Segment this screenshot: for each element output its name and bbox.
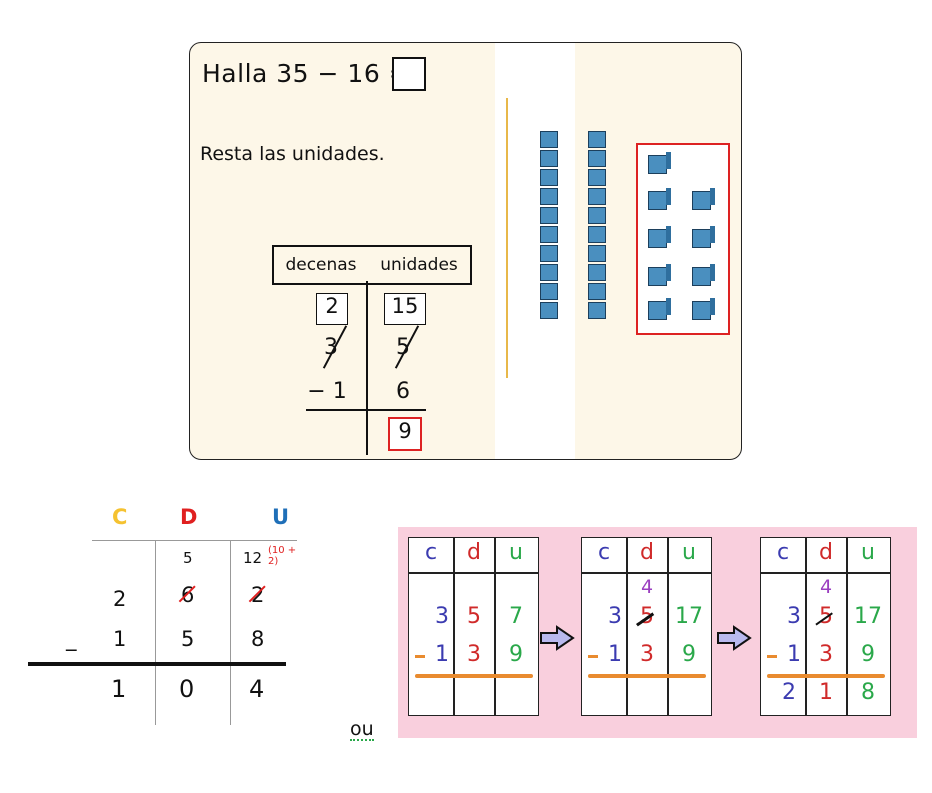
grid2-minus [588, 655, 598, 658]
header-decenas: decenas [272, 245, 370, 285]
result-u: 4 [249, 675, 265, 703]
header-rule [92, 540, 297, 541]
grid3-header-u: u [861, 540, 875, 565]
grid3-top-c: 3 [787, 604, 801, 629]
unit-cube [692, 264, 715, 286]
grid3-bottom-d: 3 [819, 642, 833, 667]
grid2-bottom-c: 1 [608, 642, 622, 667]
grid2-top-u: 17 [675, 604, 703, 629]
grid2-carry: 4 [640, 576, 654, 598]
unit-cube [692, 226, 715, 248]
minus-sign: _ [66, 627, 77, 651]
regroup-tens: 2 [316, 293, 348, 325]
result-line [28, 662, 286, 666]
grid3-result-c: 2 [782, 680, 796, 705]
unit-cube [648, 152, 671, 174]
top-units-digit: 5 [396, 335, 410, 360]
column-subtraction: C D U 5 12 (10 + 2) 2 6 2 _ 1 5 8 1 0 4 [0, 495, 300, 730]
grid3-minus [767, 655, 777, 658]
result-c: 1 [111, 675, 127, 703]
grid3-bottom-c: 1 [787, 642, 801, 667]
grid2-top-c: 3 [608, 604, 622, 629]
carry-note: (10 + 2) [268, 545, 297, 567]
grid1-bottom-u: 9 [509, 642, 523, 667]
minus-tens: − 1 [307, 379, 347, 404]
unit-cube [692, 298, 715, 320]
grid1-top-d: 5 [467, 604, 481, 629]
header-c: C [112, 505, 128, 529]
step-grid-3: c d u 4 3 5 17 1 3 9 2 1 8 [760, 537, 891, 716]
row1-c: 2 [113, 587, 127, 611]
carry-tens: 5 [183, 549, 193, 567]
grid3-header-c: c [776, 540, 790, 565]
result-units: 9 [388, 417, 422, 451]
unit-cube [692, 188, 715, 210]
step-grid-2: c d u 4 3 5 17 1 3 9 [581, 537, 712, 716]
row2-c: 1 [113, 627, 127, 651]
divider-line [506, 98, 508, 378]
grid3-result-u: 8 [861, 680, 875, 705]
tens-rod-2 [588, 131, 608, 335]
arrow-right-icon [717, 625, 752, 651]
minus-units: 6 [396, 379, 410, 404]
col-divider-1 [155, 540, 156, 725]
col-divider-2 [230, 540, 231, 725]
grid2-header-u: u [682, 540, 696, 565]
grid1-result-line [415, 674, 533, 678]
grid1-header-d: d [467, 540, 481, 565]
grid3-result-line [767, 674, 885, 678]
row2-u: 8 [251, 627, 265, 651]
grid1-header-c: c [424, 540, 438, 565]
place-value-table: decenas unidades 2 15 3 5 − 1 6 9 [272, 245, 472, 455]
header-u: U [272, 505, 290, 529]
grid3-carry: 4 [819, 576, 833, 598]
tens-rod-1 [540, 131, 560, 335]
card-white-strip [495, 43, 575, 459]
grid-steps-panel: c d u 3 5 7 1 3 9 c d u 4 3 5 17 1 3 9 [398, 527, 917, 738]
grid1-bottom-c: 1 [435, 642, 449, 667]
header-unidades: unidades [368, 245, 472, 285]
grid3-result-d: 1 [819, 680, 833, 705]
answer-box[interactable] [392, 57, 426, 91]
grid1-top-c: 3 [435, 604, 449, 629]
grid2-header-d: d [640, 540, 654, 565]
grid1-top-u: 7 [509, 604, 523, 629]
grid3-header-d: d [819, 540, 833, 565]
table-divider [366, 281, 368, 455]
unit-cube [648, 298, 671, 320]
grid2-header-c: c [597, 540, 611, 565]
grid1-header-u: u [509, 540, 523, 565]
row2-d: 5 [181, 627, 195, 651]
grid3-bottom-u: 9 [861, 642, 875, 667]
result-d: 0 [179, 675, 195, 703]
grid1-minus [415, 655, 425, 658]
instruction-text: Resta las unidades. [200, 143, 385, 165]
top-tens-digit: 3 [324, 335, 338, 360]
unit-cube [648, 188, 671, 210]
ou-label: ou [350, 718, 374, 741]
unit-cube [648, 226, 671, 248]
grid3-top-u: 17 [854, 604, 882, 629]
step-grid-1: c d u 3 5 7 1 3 9 [408, 537, 539, 716]
ones-frame [636, 143, 730, 335]
grid2-bottom-d: 3 [640, 642, 654, 667]
grid2-bottom-u: 9 [682, 642, 696, 667]
header-d: D [180, 505, 198, 529]
grid1-bottom-d: 3 [467, 642, 481, 667]
problem-title: Halla 35 − 16 = [202, 59, 411, 88]
regroup-units: 15 [384, 293, 426, 325]
arrow-right-icon [540, 625, 575, 651]
sum-line [306, 409, 426, 411]
worked-example-card: Halla 35 − 16 = Resta las unidades. dece… [189, 42, 742, 460]
carry-units: 12 [243, 549, 263, 567]
unit-cube [648, 264, 671, 286]
grid2-result-line [588, 674, 706, 678]
